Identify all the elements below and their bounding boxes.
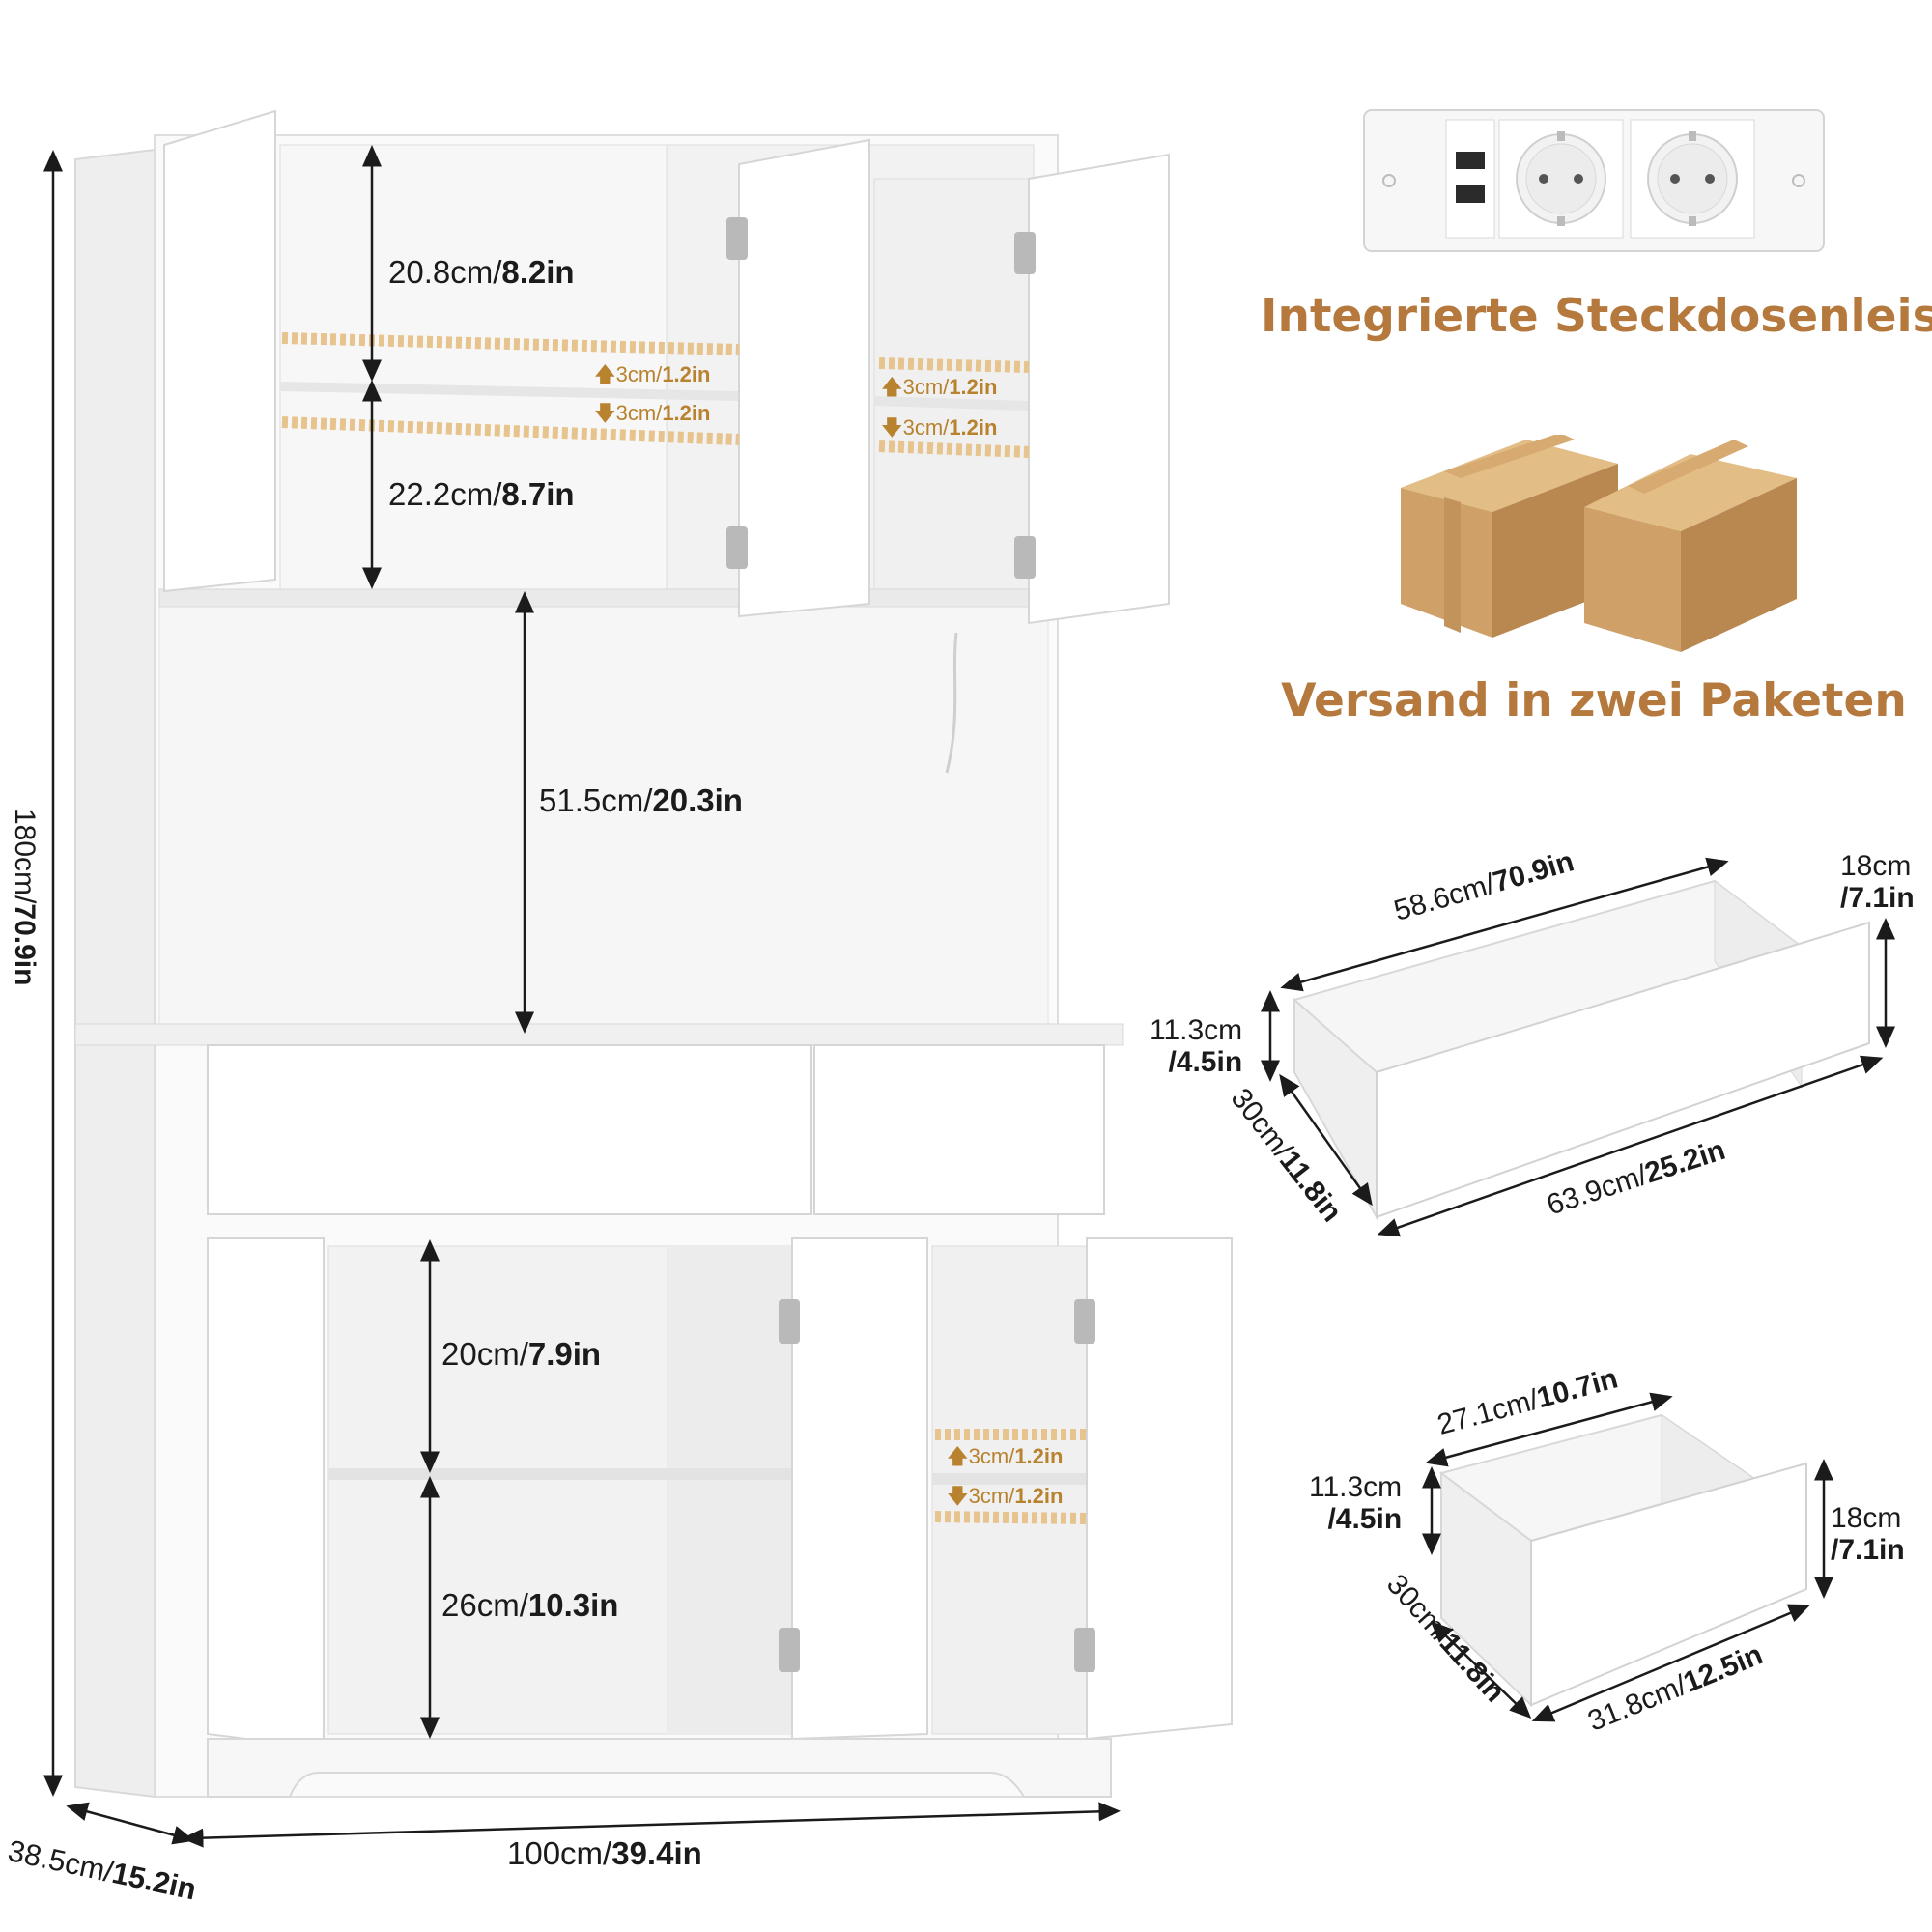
adjust-in: 1.2in <box>662 362 711 386</box>
large-drawer-front-height-label: 18cm /7.1in <box>1840 850 1915 914</box>
upper-bottom-shelf-cm: 22.2cm/ <box>388 476 502 512</box>
lower-top-shelf-label: 20cm/7.9in <box>441 1338 601 1370</box>
adjust-down-label-3: 🡇3cm/1.2in <box>947 1486 1063 1507</box>
large-drawer-illustration <box>1261 857 1895 1237</box>
lower-bottom-shelf-label: 26cm/10.3in <box>441 1589 618 1621</box>
dimension-lines <box>43 145 1121 1848</box>
cabinet-width-cm: 100cm/ <box>507 1835 612 1871</box>
small-drawer-side-height-in: /4.5in <box>1327 1503 1403 1535</box>
adjust-up-label-2: 🡅3cm/1.2in <box>881 377 997 398</box>
large-drawer-front-height-in: /7.1in <box>1840 882 1915 914</box>
cabinet-width-in: 39.4in <box>611 1835 702 1871</box>
cabinet-height-label: 180cm/70.9in <box>9 809 41 1002</box>
large-drawer-side-height-in: /4.5in <box>1168 1046 1243 1078</box>
upper-top-shelf-in: 8.2in <box>501 254 575 290</box>
small-drawer-front-height-cm: 18cm <box>1831 1502 1902 1534</box>
arrow-down-icon: 🡇 <box>594 401 616 425</box>
lower-top-shelf-cm: 20cm/ <box>441 1336 528 1372</box>
usb-ports-icon <box>1445 119 1495 239</box>
adjust-down-label-2: 🡇3cm/1.2in <box>881 417 997 439</box>
shipping-title: Versand in zwei Paketen <box>1281 674 1907 727</box>
box-icon <box>1584 440 1797 652</box>
adjust-in: 1.2in <box>949 415 998 440</box>
small-drawer-front-height-label: 18cm /7.1in <box>1831 1502 1905 1566</box>
power-socket-icon <box>1498 119 1624 239</box>
open-space-in: 20.3in <box>652 782 743 818</box>
adjust-up-label-1: 🡅3cm/1.2in <box>594 364 710 385</box>
upper-bottom-shelf-label: 22.2cm/8.7in <box>388 478 575 510</box>
large-drawer-side-height-cm: 11.3cm <box>1150 1014 1243 1046</box>
open-space-label: 51.5cm/20.3in <box>539 784 743 816</box>
lower-bottom-shelf-in: 10.3in <box>527 1587 619 1623</box>
socket-strip-title: Integrierte Steckdosenleiste <box>1261 290 1932 343</box>
cabinet-height-cm: 180cm/ <box>9 809 41 904</box>
adjust-down-label-1: 🡇3cm/1.2in <box>594 403 710 424</box>
adjust-in: 1.2in <box>662 401 711 425</box>
small-drawer-side-height-cm: 11.3cm <box>1309 1471 1403 1503</box>
cabinet-width-label: 100cm/39.4in <box>507 1837 702 1869</box>
adjust-up-label-3: 🡅3cm/1.2in <box>947 1446 1063 1467</box>
arrow-up-icon: 🡅 <box>947 1444 969 1468</box>
arrow-up-icon: 🡅 <box>594 362 616 386</box>
lower-top-shelf-in: 7.9in <box>527 1336 602 1372</box>
shelf-adjust-strips <box>281 332 1088 1524</box>
open-space-cm: 51.5cm/ <box>539 782 653 818</box>
adjust-in: 1.2in <box>949 375 998 399</box>
adjust-in: 1.2in <box>1014 1484 1064 1508</box>
adjust-cm: 3cm/ <box>902 415 950 440</box>
upper-top-shelf-label: 20.8cm/8.2in <box>388 256 575 288</box>
socket-strip-illustration <box>1363 109 1825 252</box>
adjust-in: 1.2in <box>1014 1444 1064 1468</box>
power-socket-icon <box>1630 119 1755 239</box>
shipping-boxes-illustration <box>1401 435 1797 652</box>
adjust-cm: 3cm/ <box>615 401 663 425</box>
adjust-cm: 3cm/ <box>902 375 950 399</box>
cabinet-height-in: 70.9in <box>9 903 41 986</box>
large-drawer-side-height-label: 11.3cm /4.5in <box>1150 1014 1242 1078</box>
small-drawer-side-height-label: 11.3cm /4.5in <box>1309 1471 1402 1535</box>
large-drawer-front-height-cm: 18cm <box>1840 850 1912 882</box>
upper-bottom-shelf-in: 8.7in <box>501 476 575 512</box>
adjust-cm: 3cm/ <box>615 362 663 386</box>
small-drawer-front-height-in: /7.1in <box>1831 1534 1905 1566</box>
adjust-cm: 3cm/ <box>968 1444 1015 1468</box>
arrow-down-icon: 🡇 <box>881 415 903 440</box>
upper-top-shelf-cm: 20.8cm/ <box>388 254 502 290</box>
lower-bottom-shelf-cm: 26cm/ <box>441 1587 528 1623</box>
arrow-down-icon: 🡇 <box>947 1484 969 1508</box>
arrow-up-icon: 🡅 <box>881 375 903 399</box>
adjust-cm: 3cm/ <box>968 1484 1015 1508</box>
small-drawer-illustration <box>1422 1392 1833 1722</box>
